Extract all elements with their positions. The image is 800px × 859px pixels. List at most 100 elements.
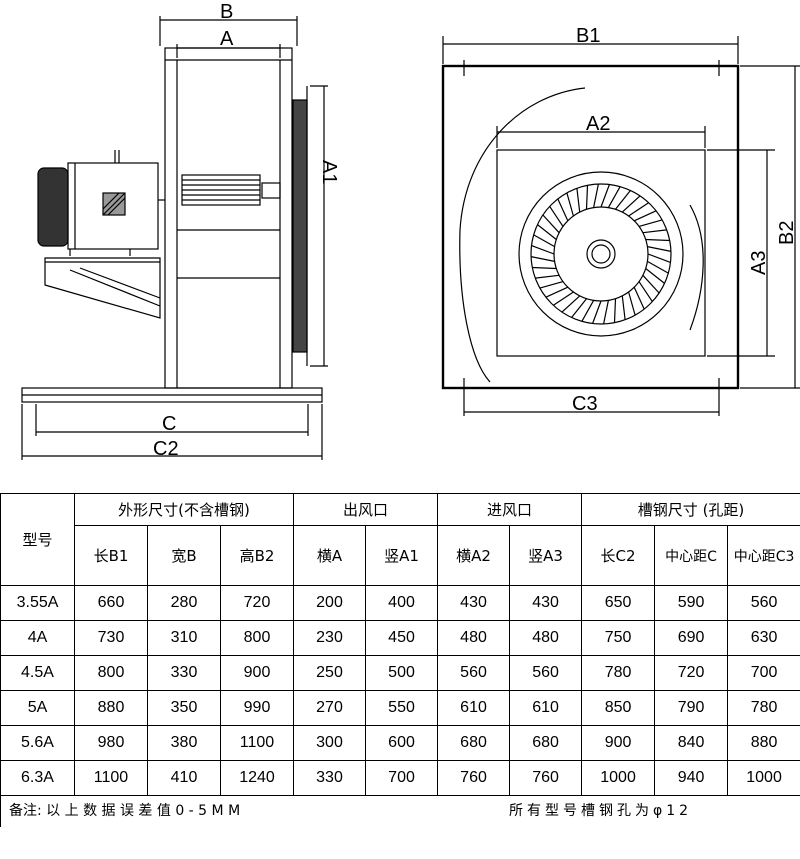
impeller-blade (645, 238, 670, 242)
hole-note: 所有型号槽钢孔为φ12 (509, 803, 693, 819)
volute-curve-right (689, 204, 704, 331)
impeller-blade (532, 266, 557, 270)
impeller-blade (638, 219, 663, 227)
impeller-blade (593, 183, 599, 208)
value-cell: 350 (147, 690, 221, 726)
impeller-blade (539, 281, 564, 289)
impeller-blade (553, 291, 574, 306)
impeller-blade (592, 300, 602, 324)
impeller-blade (581, 300, 595, 322)
sub-header: 中心距C (654, 525, 729, 586)
value-cell: 480 (509, 620, 583, 656)
value-cell: 850 (581, 690, 656, 726)
inlet-flange (496, 149, 706, 357)
value-cell: 880 (727, 725, 800, 761)
value-cell: 230 (293, 620, 367, 656)
impeller-blade (628, 291, 636, 316)
value-cell: 680 (509, 725, 583, 761)
impeller-blade (613, 298, 617, 323)
value-cell: 840 (654, 725, 729, 761)
group-header-channel: 槽钢尺寸 (孔距) (581, 493, 800, 526)
impeller-blade (600, 184, 610, 208)
value-cell: 310 (147, 620, 221, 656)
impeller-blade (533, 234, 555, 248)
sub-header: 长C2 (581, 525, 656, 586)
value-cell: 990 (219, 690, 295, 726)
model-cell: 5A (0, 690, 75, 726)
motor-body (67, 162, 159, 250)
volute-curve-left (459, 87, 586, 383)
motor-bracket (44, 257, 161, 319)
impeller-blade (615, 190, 631, 210)
sub-header: 横A2 (437, 525, 511, 586)
impeller-blade (603, 300, 609, 325)
group-header-inlet: 进风口 (437, 493, 583, 526)
value-cell: 300 (293, 725, 367, 761)
dim-label-C: C (162, 413, 176, 435)
technical-drawing: B A A1 C C2 B1 A2 A3 B2 C3 (21, 1, 800, 460)
value-cell: 590 (654, 585, 729, 621)
model-cell: 4.5A (0, 655, 75, 691)
impeller-blade (642, 229, 667, 234)
value-cell: 1240 (219, 760, 295, 796)
impeller-outer (518, 171, 684, 337)
impeller-blade (537, 224, 557, 240)
impeller-blade (535, 274, 560, 279)
fan-casing-front (441, 64, 740, 390)
value-cell: 410 (147, 760, 221, 796)
value-cell: 270 (293, 690, 367, 726)
value-cell: 560 (437, 655, 511, 691)
impeller-blade (638, 281, 653, 302)
value-cell: 200 (293, 585, 367, 621)
value-cell: 1100 (219, 725, 295, 761)
front-view (441, 36, 800, 416)
model-cell: 3.55A (0, 585, 75, 621)
sub-header: 宽B (147, 525, 221, 586)
value-cell: 280 (147, 585, 221, 621)
value-cell: 760 (509, 760, 583, 796)
impeller-blade (530, 256, 555, 262)
dim-label-C3: C3 (572, 393, 598, 415)
model-header: 型号 (0, 493, 75, 586)
value-cell: 700 (727, 655, 800, 691)
fan-casing-side (164, 47, 293, 389)
value-cell: 730 (74, 620, 148, 656)
impeller-blade (545, 286, 569, 298)
value-cell: 750 (581, 620, 656, 656)
tolerance-note: 备注: 以 上 数 据 误 差 值 0 - 5 M M (9, 803, 241, 819)
dim-label-B2: B2 (776, 221, 798, 245)
value-cell: 380 (147, 725, 221, 761)
model-cell: 6.3A (0, 760, 75, 796)
dim-label-C2: C2 (153, 438, 179, 460)
value-cell: 250 (293, 655, 367, 691)
impeller-blade (549, 206, 564, 227)
value-cell: 610 (509, 690, 583, 726)
sub-header: 竖A1 (365, 525, 439, 586)
impeller-blade (628, 202, 649, 217)
side-view-labels: B A A1 C C2 (153, 1, 340, 460)
dim-label-B1: B1 (576, 25, 600, 47)
value-cell: 720 (219, 585, 295, 621)
value-cell: 1100 (74, 760, 148, 796)
value-cell: 400 (365, 585, 439, 621)
dim-label-B: B (220, 1, 233, 23)
motor-end-cap (37, 167, 69, 247)
value-cell: 800 (219, 620, 295, 656)
impeller-blade (576, 188, 581, 213)
impeller-blade (645, 268, 665, 284)
value-cell: 550 (365, 690, 439, 726)
impeller-blade (633, 210, 657, 222)
value-cell: 330 (147, 655, 221, 691)
impeller-blade (571, 298, 587, 318)
footer-cell: 备注: 以 上 数 据 误 差 值 0 - 5 M M 所有型号槽钢孔为φ12 (0, 795, 800, 827)
sub-header: 竖A3 (509, 525, 583, 586)
value-cell: 330 (293, 760, 367, 796)
value-cell: 900 (581, 725, 656, 761)
outlet-flange (292, 99, 308, 353)
value-cell: 720 (654, 655, 729, 691)
dim-label-A: A (220, 28, 234, 50)
value-cell: 680 (437, 725, 511, 761)
